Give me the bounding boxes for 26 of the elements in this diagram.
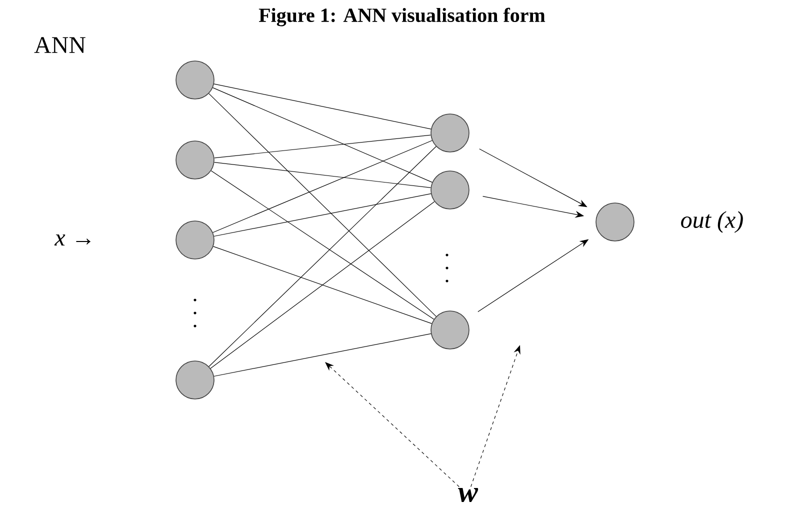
input-label: x → xyxy=(54,234,90,246)
neuron-circle xyxy=(176,360,214,400)
neuron-circle xyxy=(430,170,470,210)
connection-line xyxy=(208,93,436,317)
connection-line xyxy=(210,170,434,320)
neuron-circle xyxy=(430,114,470,152)
connection-line xyxy=(214,162,432,188)
connection-line xyxy=(214,193,432,237)
neuron-circle xyxy=(430,310,470,350)
output-label: out (x) xyxy=(681,211,743,233)
neuron-circle xyxy=(176,60,214,100)
dashed-arrow xyxy=(325,362,460,488)
neuron-circle xyxy=(596,202,634,242)
figure-title: Figure 1: ANN visualisation form xyxy=(258,8,546,26)
connection-line xyxy=(214,134,431,158)
neuron-circle xyxy=(176,140,214,180)
connection-line xyxy=(213,246,432,324)
connection-line xyxy=(208,146,436,367)
connection-line xyxy=(212,140,432,233)
connection-line xyxy=(214,84,432,130)
connection-line xyxy=(212,87,432,183)
weight-label: w xyxy=(458,488,478,502)
dashed-arrow xyxy=(470,345,520,488)
connection-line xyxy=(210,201,435,369)
connection-line xyxy=(214,333,432,377)
neuron-circle xyxy=(176,220,214,260)
